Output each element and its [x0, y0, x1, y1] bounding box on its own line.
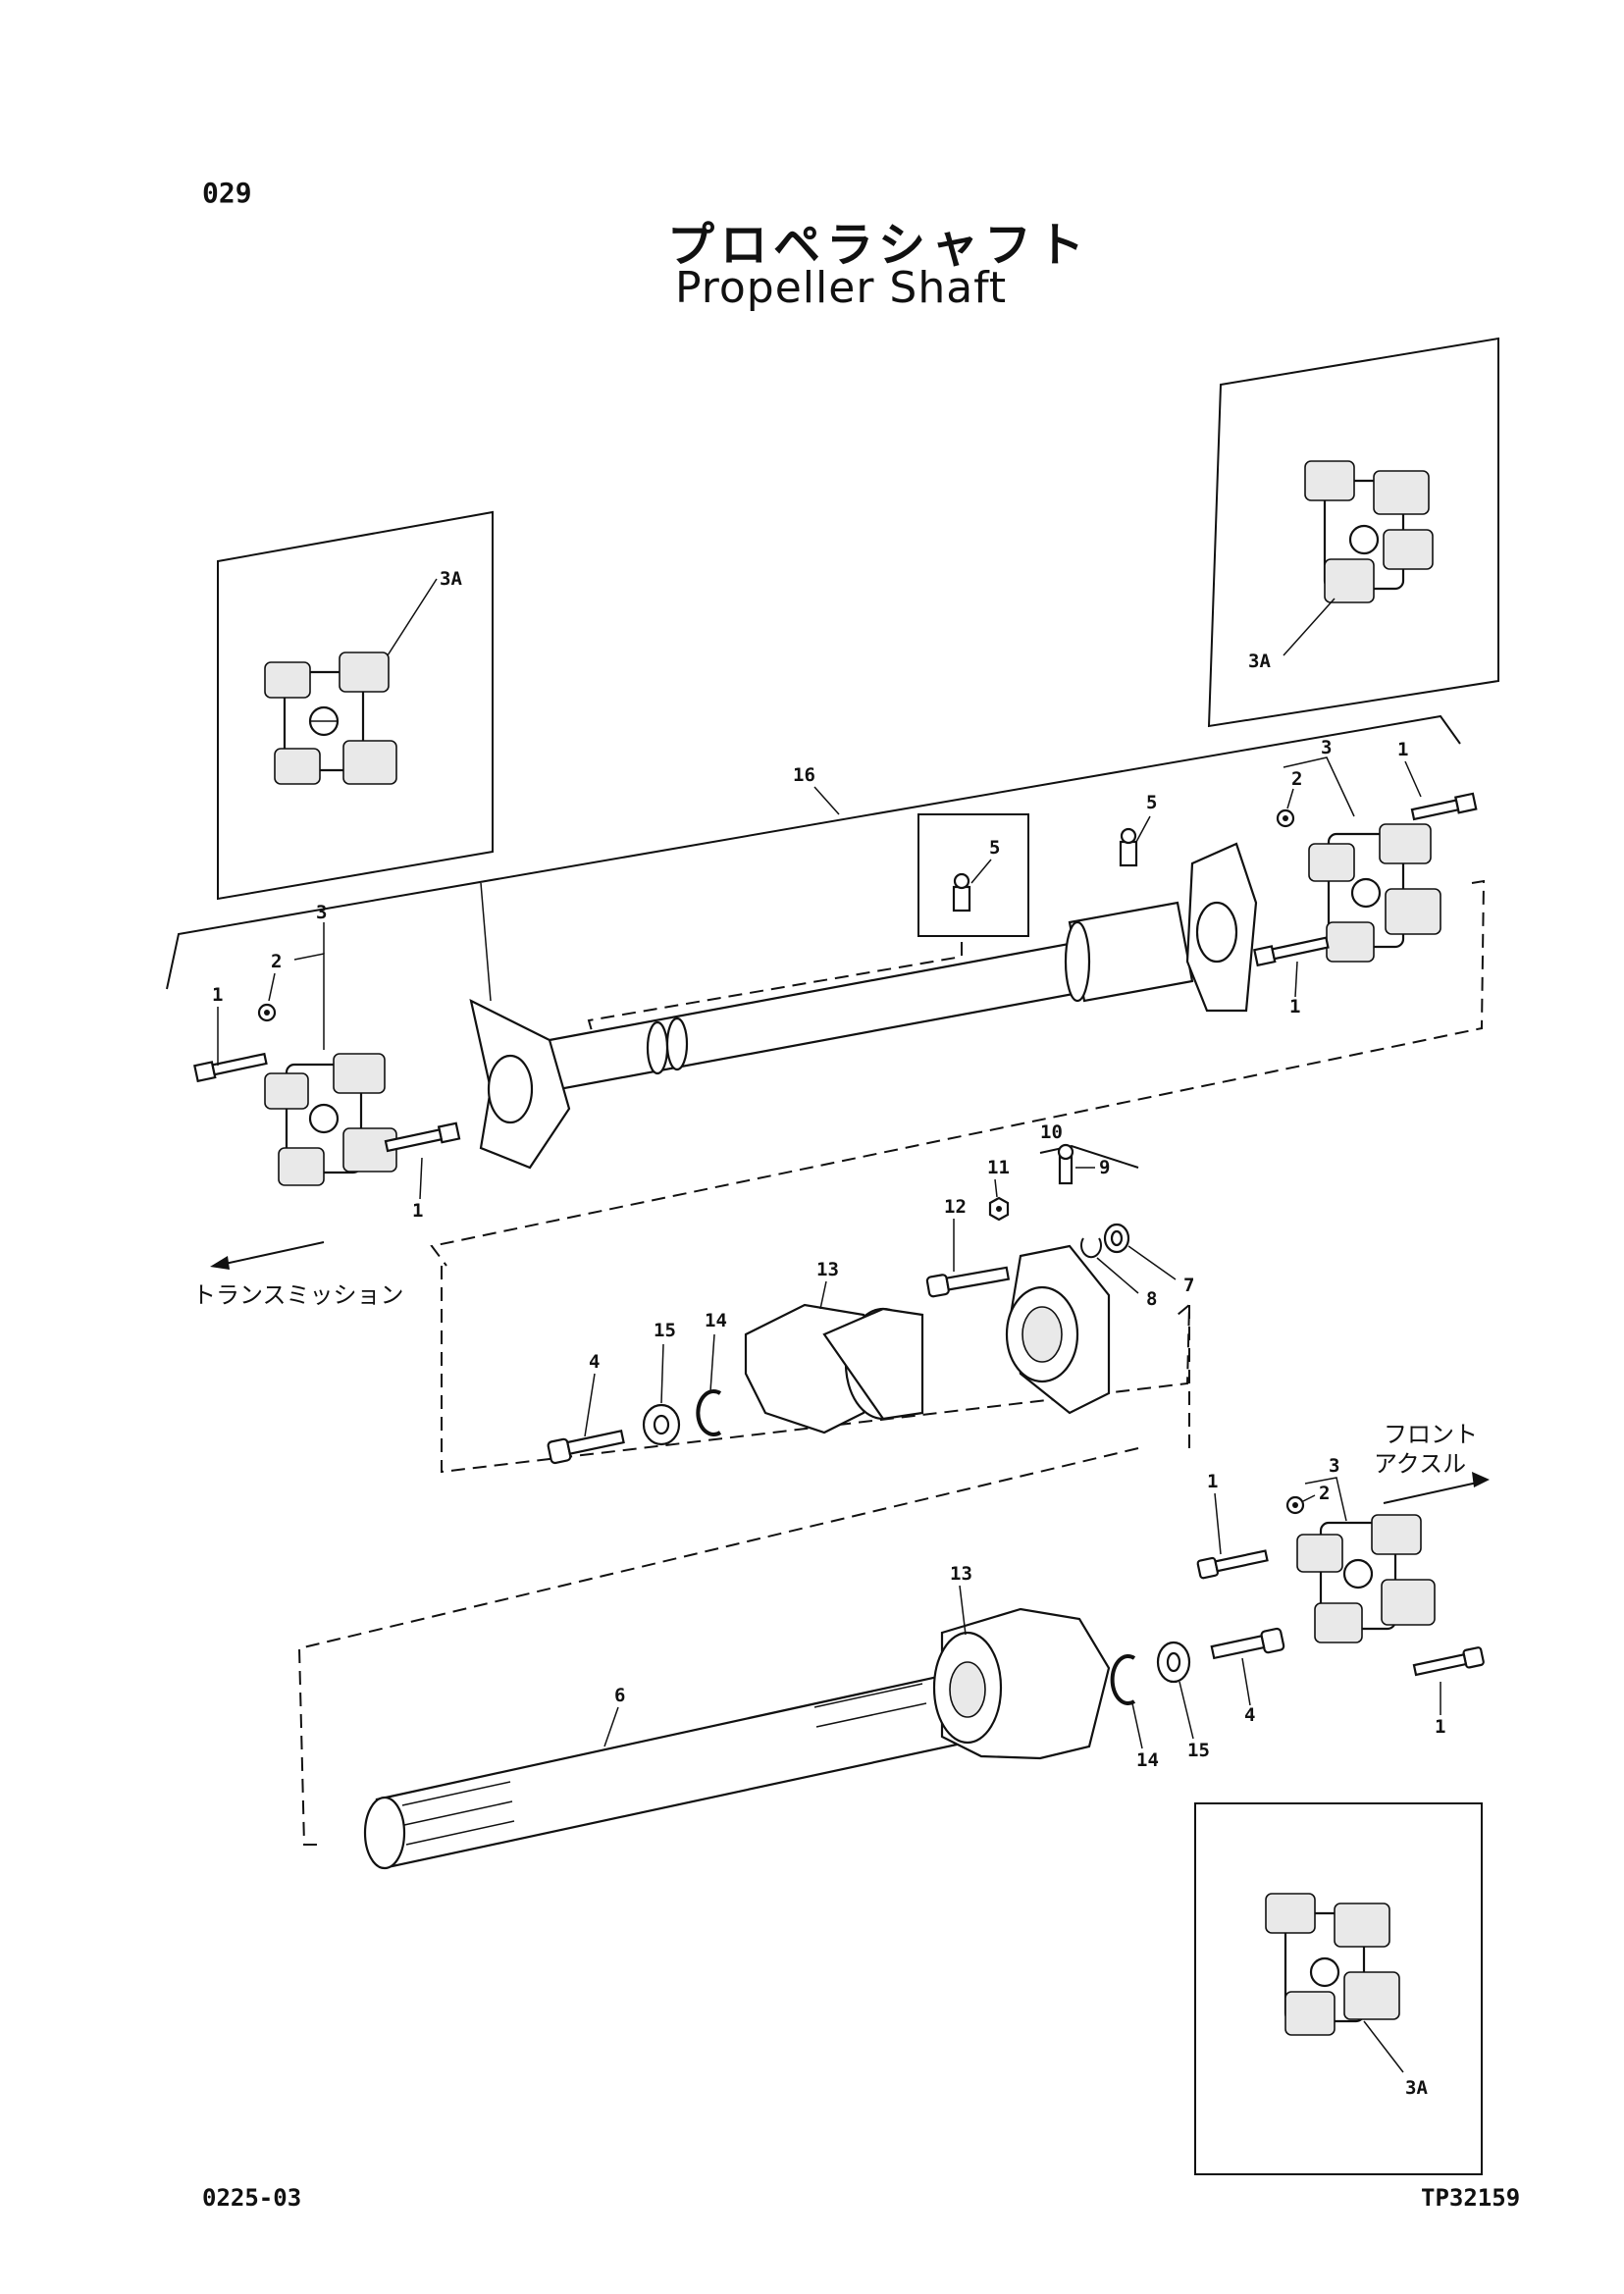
callout-14: 14: [705, 1310, 727, 1331]
grease-fitting-9: [1057, 1143, 1074, 1185]
drawing-code: 0225-03: [202, 2184, 302, 2212]
grease-fitting: [952, 872, 971, 912]
bolt: [193, 1052, 268, 1083]
callout-8: 8: [1146, 1288, 1157, 1310]
inset-box-lower-right: [1194, 1802, 1483, 2175]
bolt-1-lower-right: [1412, 1646, 1485, 1677]
drawing-reference: TP32159: [1421, 2184, 1521, 2212]
callout-5: 5: [989, 837, 1000, 859]
yoke-13-lower: [932, 1607, 1111, 1760]
callout-1: 1: [212, 984, 223, 1006]
callout-10: 10: [1040, 1121, 1063, 1143]
callout-3: 3: [1329, 1455, 1339, 1477]
bolt: [384, 1121, 461, 1153]
label-front-axle-line2: アクスル: [1374, 1450, 1466, 1478]
universal-joint-right: [1308, 823, 1441, 963]
callout-15: 15: [1187, 1740, 1210, 1761]
callout-1: 1: [1397, 739, 1408, 760]
page-title-japanese: プロペラシャフト: [667, 218, 1091, 273]
callout-2: 2: [271, 951, 282, 972]
spider-assembly-illustration: [1304, 460, 1434, 603]
grease-nipple: [1276, 808, 1295, 828]
callout-4: 4: [1244, 1704, 1255, 1726]
page-number: 029: [202, 177, 252, 209]
callout-14: 14: [1136, 1749, 1159, 1771]
flange-10: [1005, 1244, 1111, 1415]
arrow-to-transmission: [210, 1241, 325, 1270]
callout-7: 7: [1183, 1275, 1194, 1296]
label-transmission: トランスミッション: [192, 1281, 404, 1309]
callout-9: 9: [1099, 1157, 1110, 1178]
assembly-bracket-16: [166, 714, 1461, 990]
grease-nipple: [1285, 1495, 1305, 1515]
callout-15: 15: [654, 1320, 676, 1341]
arrow-to-front-axle: [1383, 1472, 1490, 1504]
callout-13: 13: [816, 1259, 839, 1280]
inset-box-upper-right: [1207, 337, 1499, 728]
inset-box-upper-left: [217, 510, 494, 901]
bolt-4-lower: [1210, 1627, 1285, 1660]
bolt: [1410, 792, 1478, 821]
callout-3A: 3A: [440, 568, 462, 590]
spider-assembly-illustration: [1265, 1893, 1400, 2036]
label-front-axle-line1: フロント: [1384, 1421, 1478, 1448]
exploded-group-middle: [441, 1266, 1191, 1474]
callout-11: 11: [987, 1157, 1010, 1178]
callout-12: 12: [944, 1196, 967, 1218]
splined-shaft-6: [363, 1674, 959, 1870]
callout-2: 2: [1319, 1483, 1330, 1504]
callout-1: 1: [1435, 1716, 1445, 1738]
grease-nipple: [257, 1003, 277, 1022]
bolt-12: [925, 1266, 1011, 1298]
callout-3A: 3A: [1248, 651, 1271, 672]
yoke-13-upper: [744, 1303, 924, 1434]
bolt-4: [547, 1430, 625, 1465]
snap-ring-14: [696, 1389, 722, 1436]
page-title-english: Propeller Shaft: [675, 263, 1008, 313]
callout-1: 1: [1207, 1471, 1218, 1492]
spider-assembly-illustration: [264, 652, 397, 785]
washer-15-lower: [1156, 1641, 1191, 1684]
propeller-shaft: [469, 842, 1258, 1170]
universal-joint-left: [264, 1053, 397, 1186]
callout-3A: 3A: [1405, 2077, 1428, 2099]
universal-joint-lower: [1296, 1514, 1436, 1643]
callout-1: 1: [1289, 996, 1300, 1017]
callout-4: 4: [589, 1351, 600, 1373]
bolt: [1253, 936, 1330, 967]
inset-box-grease-fitting: [917, 813, 1029, 937]
callout-1: 1: [412, 1200, 423, 1222]
callout-5: 5: [1146, 792, 1157, 813]
callout-16: 16: [793, 764, 815, 786]
callout-6: 6: [614, 1685, 625, 1706]
callout-3: 3: [316, 902, 327, 923]
lock-washer-8: [1080, 1237, 1102, 1259]
bolt-1-lower-top: [1196, 1549, 1269, 1580]
grease-fitting: [1119, 827, 1138, 867]
callout-3: 3: [1321, 737, 1332, 758]
exploded-group-lower: [297, 1447, 1139, 1846]
washer-7: [1103, 1223, 1130, 1254]
washer-15: [642, 1403, 681, 1446]
callout-13: 13: [950, 1563, 972, 1585]
callout-2: 2: [1291, 768, 1302, 790]
nut-11: [988, 1196, 1010, 1222]
snap-ring-14-lower: [1110, 1654, 1136, 1705]
